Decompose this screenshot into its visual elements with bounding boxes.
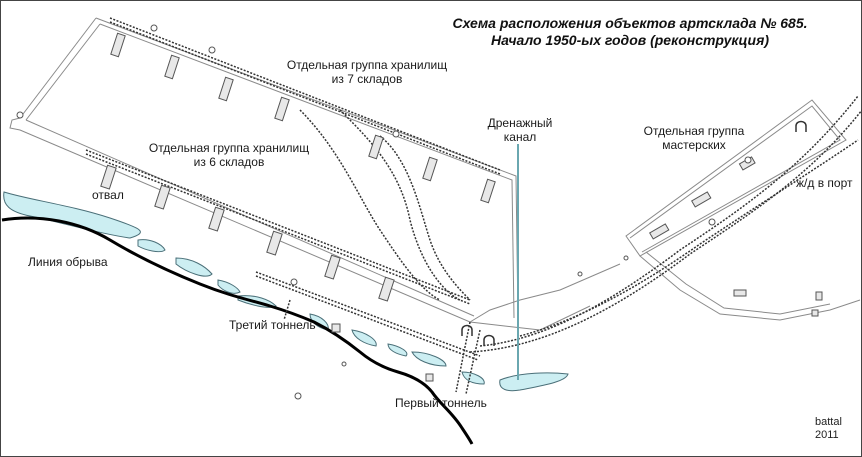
- storehouse: [378, 276, 395, 302]
- credit-year: 2011: [815, 429, 839, 441]
- map-title-line2: Начало 1950-ых годов (реконструкция): [490, 32, 770, 48]
- workshop-building: [691, 191, 712, 208]
- storehouses-group-7: [110, 32, 496, 204]
- marker-circle: [623, 255, 629, 261]
- credit-author: battal: [815, 416, 842, 428]
- rail-to-port-2: [469, 109, 862, 353]
- marker-circle: [577, 271, 583, 277]
- rail-to-port-3: [519, 139, 859, 337]
- label-workshops-line1: Отдельная группа: [643, 124, 745, 138]
- marker-circle: [16, 111, 24, 119]
- water-pool: [387, 343, 408, 357]
- workshop-building: [733, 289, 747, 297]
- marker-circle: [208, 46, 216, 54]
- shore-water: [3, 191, 569, 392]
- marker-circle: [341, 361, 347, 367]
- credit: battal 2011: [815, 416, 842, 442]
- label-dump: отвал: [92, 188, 124, 202]
- marker-circle: [708, 218, 716, 226]
- rail-tunnel-2: [465, 329, 481, 395]
- road-west-diagonal: [19, 17, 97, 119]
- turnaround-symbol: [795, 120, 807, 132]
- turnaround-symbol: [461, 324, 473, 336]
- storehouse: [422, 156, 438, 182]
- water-pool: [137, 239, 166, 253]
- label-group-6: Отдельная группа хранилищ из 6 складов: [134, 141, 324, 169]
- road-main-upper-inner: [99, 23, 515, 319]
- rail-branch-3: [379, 135, 471, 301]
- road-workshops-outer: [625, 99, 847, 257]
- rail-group6-main-b: [85, 153, 471, 305]
- storehouse: [100, 164, 117, 190]
- storehouse: [324, 254, 341, 280]
- rail-lower-b: [255, 275, 479, 361]
- storehouse: [266, 230, 283, 256]
- small-building: [425, 373, 434, 382]
- label-railway-to-port: ж/д в порт: [796, 176, 853, 190]
- storehouse: [208, 206, 225, 232]
- map-title-line1: Схема расположения объектов артсклада № …: [452, 15, 808, 31]
- marker-circle: [150, 24, 158, 32]
- marker-circle: [290, 278, 298, 286]
- water-pool: [461, 371, 485, 385]
- label-workshops-line2: мастерских: [662, 138, 726, 152]
- rail-branch-1: [299, 109, 441, 301]
- water-pool: [175, 257, 213, 277]
- turnaround-symbols: [461, 120, 807, 346]
- label-group-7-line2: из 7 складов: [331, 72, 403, 86]
- marker-circle: [744, 156, 752, 164]
- label-cliff-line: Линия обрыва: [28, 255, 108, 269]
- map-title: Схема расположения объектов артсклада № …: [440, 15, 820, 49]
- turnaround-symbol: [483, 334, 495, 346]
- water-pool: [499, 372, 569, 392]
- small-markers: [16, 24, 752, 400]
- road-east-b: [645, 251, 831, 315]
- workshops: [331, 156, 823, 382]
- small-building: [331, 323, 341, 333]
- storehouse: [164, 54, 180, 80]
- label-workshops: Отдельная группа мастерских: [624, 124, 764, 152]
- label-drainage-canal: Дренажный канал: [480, 116, 560, 144]
- marker-circle: [294, 392, 302, 400]
- storehouse: [480, 178, 496, 204]
- cliff-line: [1, 216, 474, 445]
- storehouse: [154, 184, 171, 210]
- label-group-6-line2: из 6 складов: [193, 155, 265, 169]
- label-group-7: Отдельная группа хранилищ из 7 складов: [272, 58, 462, 86]
- label-drainage-canal-line1: Дренажный: [487, 116, 553, 130]
- water-pool: [351, 329, 377, 347]
- label-third-tunnel: Третий тоннель: [229, 318, 316, 332]
- workshop-building: [649, 223, 670, 240]
- road-west-diagonal-b: [25, 23, 101, 121]
- road-east: [639, 255, 861, 321]
- water-pool: [411, 351, 447, 367]
- storehouse: [368, 134, 384, 160]
- storehouse: [218, 76, 234, 102]
- road-loop: [469, 263, 621, 323]
- road-workshops-inner: [629, 105, 841, 253]
- small-building: [811, 309, 819, 317]
- marker-circle: [392, 130, 400, 138]
- storehouses-group-6: [100, 164, 395, 302]
- road-west-lower: [9, 117, 591, 331]
- label-first-tunnel: Первый тоннель: [395, 396, 487, 410]
- storehouse: [274, 96, 290, 122]
- rail-tunnel-1: [455, 321, 471, 393]
- label-group-7-line1: Отдельная группа хранилищ: [286, 58, 448, 72]
- railways: [85, 17, 862, 395]
- storehouse: [110, 32, 126, 58]
- rail-group6-main: [85, 149, 471, 301]
- rail-to-port-1: [479, 95, 859, 347]
- label-drainage-canal-line2: канал: [503, 130, 537, 144]
- water-pool: [217, 279, 241, 294]
- label-group-6-line1: Отдельная группа хранилищ: [148, 141, 310, 155]
- rail-branch-2: [339, 109, 461, 301]
- rail-lower: [255, 271, 481, 357]
- small-building: [815, 291, 823, 301]
- water-strip-main: [3, 191, 141, 239]
